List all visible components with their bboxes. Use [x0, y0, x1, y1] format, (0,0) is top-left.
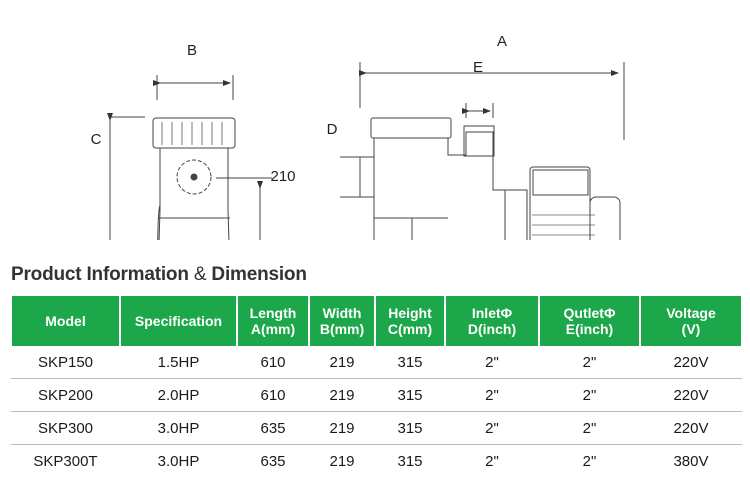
pump-dimension-drawing: B C 210 A E D: [91, 33, 625, 240]
table-cell: 3.0HP: [157, 452, 200, 470]
table-cell: 219: [309, 346, 375, 379]
title-text-rest: Dimension: [211, 264, 307, 285]
table-cell: 219: [309, 411, 375, 445]
table-cell: 219: [329, 452, 355, 470]
table-cell: 380V: [673, 452, 709, 470]
dimension-a-label: A: [497, 33, 507, 50]
title-ampersand: &: [193, 264, 207, 285]
table-cell: 2": [539, 378, 640, 412]
table-cell: 2": [445, 411, 539, 445]
dimension-d-label: D: [327, 121, 338, 138]
table-cell: 610: [237, 378, 309, 412]
table-cell: 2": [485, 452, 499, 470]
table-cell: 2": [445, 346, 539, 379]
table-row: SKP300T 3.0HP 635 219 315 2" 2" 380V: [11, 445, 742, 478]
table-cell: 315: [375, 378, 445, 412]
table-cell: 219: [309, 378, 375, 412]
table-cell: 635: [237, 411, 309, 445]
table-cell: 1.5HP: [120, 346, 237, 379]
title-text: Product Information: [11, 264, 189, 285]
table-cell: 220V: [640, 411, 742, 445]
dimension-e-label: E: [473, 59, 483, 76]
column-header: Specification: [119, 296, 238, 346]
table-cell: 3.0HP: [120, 411, 237, 445]
dimension-210-label: 210: [270, 168, 295, 185]
table-cell: 315: [397, 452, 423, 470]
column-header: Model: [10, 296, 121, 346]
table-cell: 635: [260, 452, 286, 470]
table-cell: 315: [375, 411, 445, 445]
table-cell: 2": [445, 378, 539, 412]
table-cell: SKP150: [11, 346, 120, 379]
section-title: Product Information & Dimension: [11, 264, 307, 286]
table-cell: SKP300T: [33, 452, 98, 470]
table-cell: 2.0HP: [120, 378, 237, 412]
pump-side-view: [340, 62, 625, 240]
table-cell: 220V: [640, 378, 742, 412]
table-cell: 2": [539, 411, 640, 445]
pump-front-view: [107, 75, 272, 240]
dimension-c-label: C: [91, 131, 102, 148]
column-header: Voltage(V): [639, 296, 743, 346]
table-cell: 2": [539, 346, 640, 379]
table-cell: SKP200: [11, 378, 120, 412]
table-cell: SKP300: [11, 411, 120, 445]
dimension-b-label: B: [187, 42, 197, 59]
table-cell: 610: [237, 346, 309, 379]
table-cell: 2": [582, 452, 597, 470]
table-cell: 220V: [640, 346, 742, 379]
table-cell: 315: [375, 346, 445, 379]
